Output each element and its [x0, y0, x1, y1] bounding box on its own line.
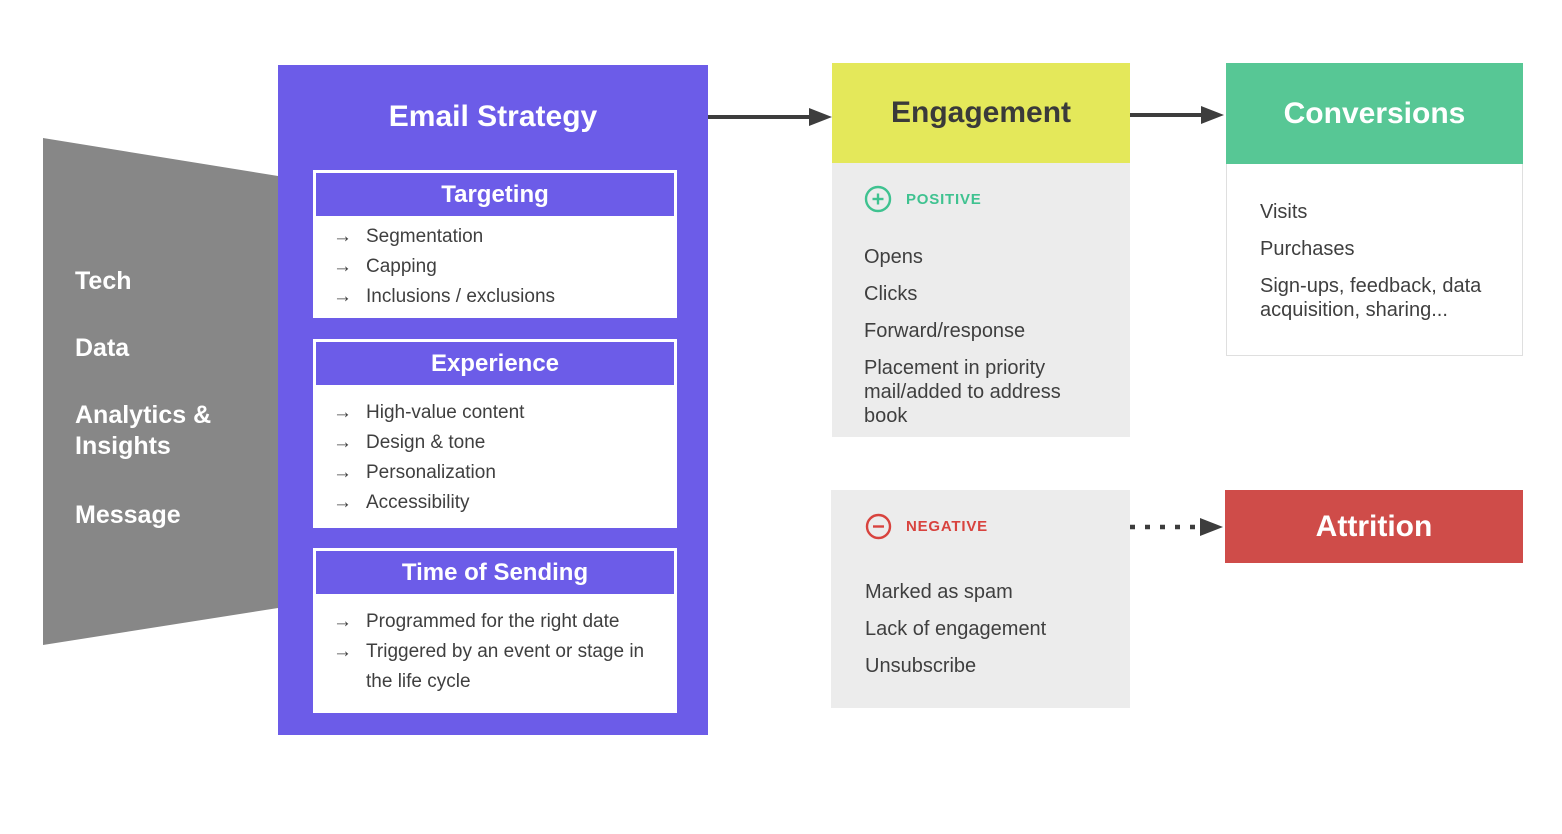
list-item: Opens: [864, 246, 923, 268]
funnel-label-message: Message: [75, 501, 181, 529]
list-item-label: Capping: [366, 256, 437, 277]
funnel-label-tech: Tech: [75, 267, 132, 295]
positive-items-list: Opens Clicks Forward/response Placement …: [864, 245, 1110, 428]
list-item-label: High-value content: [366, 402, 525, 423]
engagement-to-conversions-arrow: [1128, 106, 1224, 124]
list-item: → Triggered by an event or stage in the l…: [316, 637, 674, 697]
strategy-section-targeting: Targeting → Segmentation → Capping → Inclus…: [313, 170, 677, 318]
list-item: Lack of engagement: [865, 618, 1047, 640]
email-strategy-title: Email Strategy: [388, 100, 598, 133]
arrow-icon: →: [333, 492, 352, 513]
arrow-icon: →: [333, 462, 352, 483]
engagement-positive-panel: POSITIVE Opens Clicks Forward/response P…: [832, 163, 1130, 437]
list-item: → Accessibility: [316, 488, 674, 518]
conversions-panel: Visits Purchases Sign-ups, feedback, dat…: [1226, 164, 1523, 356]
list-item: Forward/response: [864, 320, 1026, 342]
time-of-sending-header: Time of Sending: [316, 551, 674, 594]
time-of-sending-list: → Programmed for the right date → Triggere…: [316, 607, 674, 697]
attrition-card: Attrition: [1225, 490, 1523, 563]
list-item: → Programmed for the right date: [316, 607, 674, 637]
list-item: → Segmentation: [316, 222, 674, 252]
conversions-title: Conversions: [1226, 63, 1523, 164]
list-item-label: Personalization: [366, 462, 496, 483]
targeting-list: → Segmentation → Capping → Inclusions / exc…: [316, 222, 674, 312]
list-item: → Design & tone: [316, 428, 674, 458]
engagement-card: Engagement POSITIVE Opens Clicks Forward…: [832, 63, 1130, 437]
positive-badge-label: POSITIVE: [906, 190, 982, 208]
negative-badge: NEGATIVE: [865, 512, 1110, 540]
strategy-section-experience: Experience → High-value content → Design &…: [313, 339, 677, 528]
list-item-label: Accessibility: [366, 492, 470, 513]
experience-list: → High-value content → Design & tone → Pers…: [316, 398, 674, 518]
list-item: Sign-ups, feedback, data acquisition, sh…: [1260, 275, 1482, 321]
conversions-items-list: Visits Purchases Sign-ups, feedback, dat…: [1260, 200, 1502, 322]
list-item-label: Inclusions / exclusions: [366, 286, 556, 307]
positive-badge: POSITIVE: [864, 185, 1110, 213]
list-item: Clicks: [864, 283, 918, 305]
targeting-header: Targeting: [316, 173, 674, 216]
conversions-card: Conversions Visits Purchases Sign-ups, f…: [1226, 63, 1523, 356]
funnel-label-data: Data: [75, 334, 130, 362]
funnel-label-analytics-insights: Analytics & Insights: [75, 401, 212, 460]
list-item: → Inclusions / exclusions: [316, 282, 674, 312]
strategy-section-time-of-sending: Time of Sending → Programmed for the righ…: [313, 548, 677, 713]
arrow-icon: →: [333, 286, 352, 307]
email-strategy-card: Email Strategy Targeting → Segmentation →…: [278, 65, 708, 735]
attrition-title: Attrition: [1315, 509, 1433, 543]
arrow-icon: →: [333, 432, 352, 453]
strategy-to-engagement-arrow: [708, 108, 832, 126]
engagement-title: Engagement: [832, 63, 1130, 163]
list-item: Purchases: [1260, 238, 1355, 260]
negative-badge-label: NEGATIVE: [906, 517, 988, 535]
list-item: Visits: [1260, 201, 1308, 223]
list-item-label: Design & tone: [366, 432, 486, 453]
list-item-label: Segmentation: [366, 226, 484, 247]
list-item: Placement in priority mail/added to addr…: [864, 357, 1061, 427]
list-item-label: Triggered by an event or stage in the li…: [366, 641, 645, 692]
list-item: Marked as spam: [865, 581, 1013, 603]
negative-to-attrition-dotted-arrow: [1130, 518, 1223, 536]
list-item: → Personalization: [316, 458, 674, 488]
inputs-funnel-shape: Tech Data Analytics & Insights Message: [43, 138, 278, 645]
list-item: → Capping: [316, 252, 674, 282]
arrow-icon: →: [333, 611, 352, 632]
arrow-icon: →: [333, 226, 352, 247]
list-item: → High-value content: [316, 398, 674, 428]
list-item-label: Programmed for the right date: [366, 611, 620, 632]
arrow-icon: →: [333, 641, 352, 662]
negative-items-list: Marked as spam Lack of engagement Unsubs…: [865, 580, 1110, 678]
plus-circle-icon: [864, 185, 892, 213]
list-item: Unsubscribe: [865, 655, 977, 677]
engagement-negative-panel: NEGATIVE Marked as spam Lack of engageme…: [831, 490, 1130, 708]
arrow-icon: →: [333, 402, 352, 423]
minus-circle-icon: [865, 513, 892, 540]
arrow-icon: →: [333, 256, 352, 277]
experience-header: Experience: [316, 342, 674, 385]
